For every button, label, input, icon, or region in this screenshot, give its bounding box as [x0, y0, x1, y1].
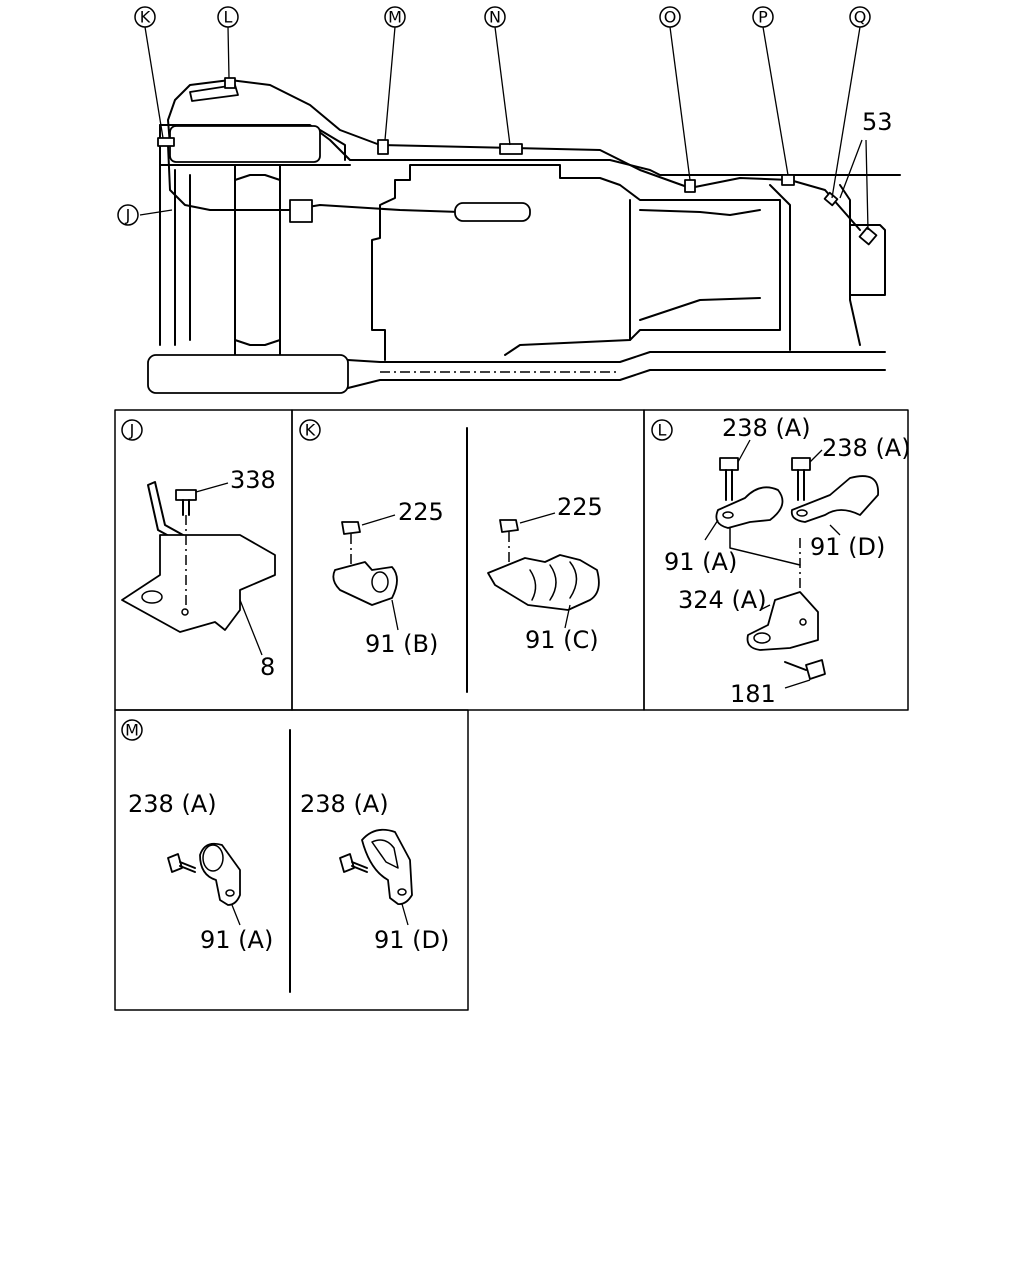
- svg-text:K: K: [305, 421, 316, 440]
- svg-text:Q: Q: [854, 8, 867, 27]
- part-91a-label: 91 (A): [664, 548, 737, 576]
- lower-crossmember: [147, 354, 349, 394]
- main-cable: [159, 79, 861, 231]
- svg-text:P: P: [758, 8, 768, 27]
- callout-k: K: [134, 6, 156, 28]
- panel-k: K 225 91 (B) 225 91 (C): [299, 419, 603, 693]
- svg-text:J: J: [129, 421, 135, 440]
- part-91a-m-label: 91 (A): [200, 926, 273, 954]
- part-91b-label: 91 (B): [365, 630, 438, 658]
- svg-text:J: J: [125, 206, 131, 225]
- svg-text:M: M: [388, 8, 402, 27]
- callout-j: J: [117, 204, 139, 226]
- svg-text:L: L: [658, 421, 667, 440]
- callout-l: L: [217, 6, 239, 28]
- part-91c-label: 91 (C): [525, 626, 599, 654]
- chassis-overview: [139, 26, 901, 394]
- part-238a-m-right-label: 238 (A): [300, 790, 389, 818]
- part-53-label: 53: [862, 108, 893, 136]
- callout-p: P: [752, 6, 774, 28]
- part-91d-label: 91 (D): [810, 533, 885, 561]
- callout-o: O: [659, 6, 681, 28]
- svg-text:O: O: [664, 8, 677, 27]
- part-8-label: 8: [260, 653, 275, 681]
- svg-text:L: L: [224, 8, 233, 27]
- cable-branch: [167, 144, 461, 213]
- part-181-label: 181: [730, 680, 776, 708]
- part-238a-right-label: 238 (A): [822, 434, 911, 462]
- part-238a-left-label: 238 (A): [722, 414, 811, 442]
- part-225-right-label: 225: [557, 493, 603, 521]
- upper-crossmember: [169, 125, 321, 163]
- part-338-label: 338: [230, 466, 276, 494]
- part-238a-m-left-label: 238 (A): [128, 790, 217, 818]
- callout-m: M: [384, 6, 406, 28]
- panel-m: M 238 (A) 91 (A) 238 (A) 91 (D): [121, 719, 449, 993]
- callout-q: Q: [849, 6, 871, 28]
- part-91d-m-label: 91 (D): [374, 926, 449, 954]
- svg-text:N: N: [489, 8, 501, 27]
- part-324a-label: 324 (A): [678, 586, 767, 614]
- callout-n: N: [484, 6, 506, 28]
- panel-l-frame: [643, 409, 909, 711]
- panel-l: L 238 (A) 238 (A) 91 (A) 91 (D) 324 (A) …: [651, 414, 911, 708]
- svg-text:M: M: [125, 721, 139, 740]
- svg-text:K: K: [140, 8, 151, 27]
- panel-j: J 338 8: [121, 419, 276, 681]
- panel-m-frame: [114, 709, 469, 1011]
- part-225-left-label: 225: [398, 498, 444, 526]
